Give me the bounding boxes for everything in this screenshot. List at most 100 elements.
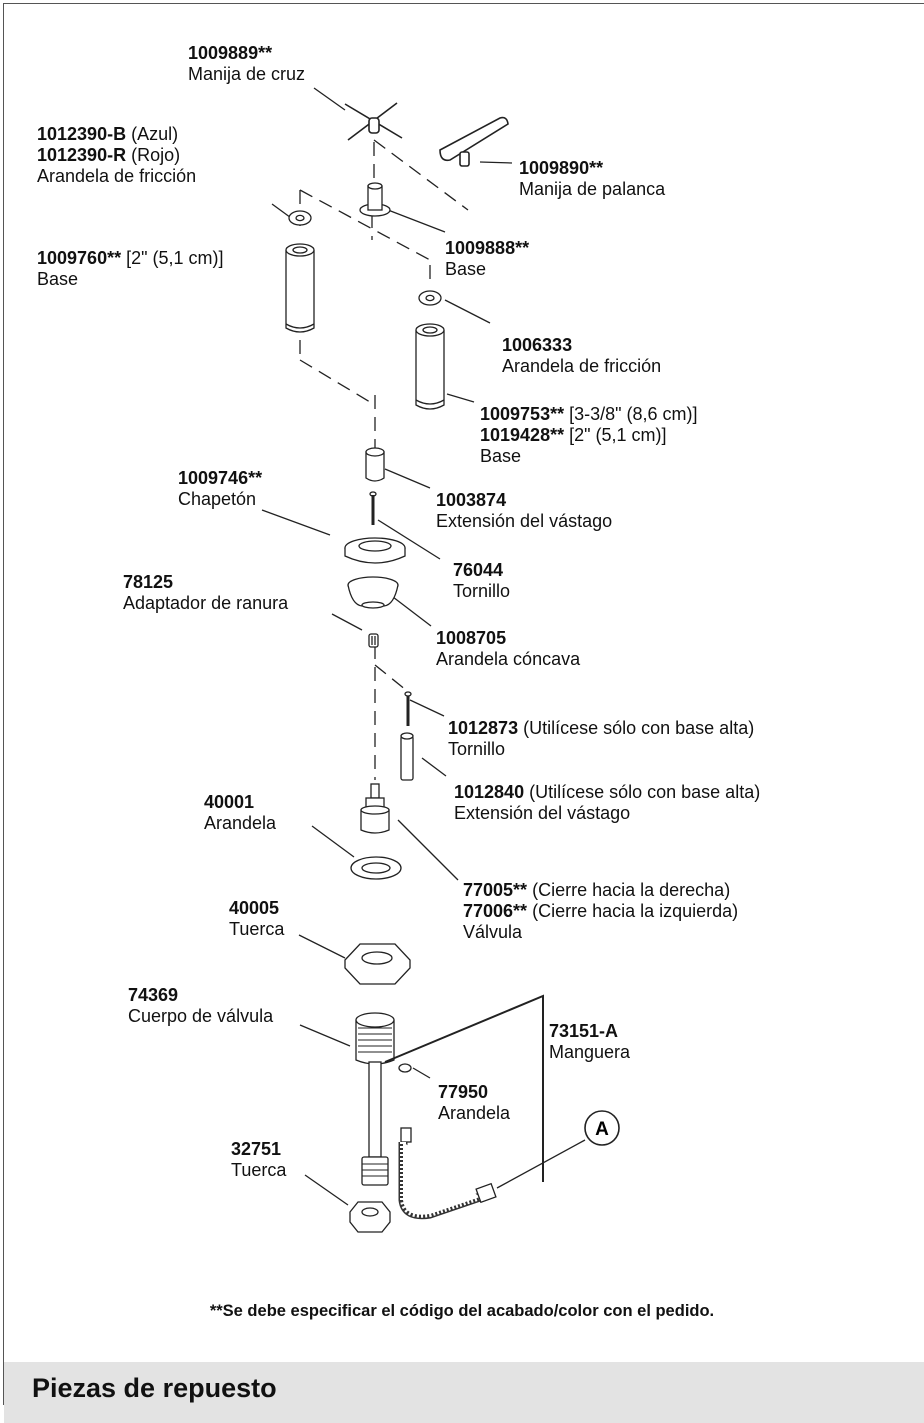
- part-number: 76044: [453, 560, 504, 580]
- part-size: [3-3/8" (8,6 cm)]: [569, 404, 698, 424]
- part-number: 1012390-R: [37, 145, 127, 165]
- part-desc: Manija de palanca: [519, 179, 666, 199]
- part-note: (Cierre hacia la izquierda): [532, 901, 739, 921]
- hose-bracket: [384, 994, 544, 1182]
- part-desc: Válvula: [463, 922, 523, 942]
- section-title: Piezas de repuesto: [32, 1373, 277, 1403]
- label-40005: 40005 Tuerca: [229, 898, 284, 940]
- concave-washer: [347, 576, 399, 609]
- friction-washer-right: [418, 290, 442, 306]
- part-desc: Arandela: [438, 1103, 511, 1123]
- screw-small: [369, 491, 377, 525]
- label-1009753: 1009753** [3-3/8" (8,6 cm)] 1019428** [2…: [480, 404, 698, 467]
- part-desc: Base: [480, 446, 522, 466]
- cross-handle: [344, 102, 403, 141]
- part-desc: Tuerca: [229, 919, 285, 939]
- label-1012840: 1012840 (Utilícese sólo con base alta) E…: [454, 782, 760, 824]
- label-1012873: 1012873 (Utilícese sólo con base alta) T…: [448, 718, 754, 760]
- part-number: 1009888**: [445, 238, 530, 258]
- part-number: 40001: [204, 792, 255, 812]
- part-desc: Manija de cruz: [188, 64, 306, 84]
- label-74369: 74369 Cuerpo de válvula: [128, 985, 273, 1027]
- label-78125: 78125 Adaptador de ranura: [123, 572, 288, 614]
- part-desc: Arandela cóncava: [436, 649, 581, 669]
- part-size: [2" (5,1 cm)]: [569, 425, 667, 445]
- label-1009890: 1009890** Manija de palanca: [519, 158, 665, 200]
- hose-washer: [398, 1063, 412, 1073]
- valve-cartridge: [360, 783, 390, 834]
- label-77005: 77005** (Cierre hacia la derecha) 77006*…: [463, 880, 738, 943]
- part-number: 77950: [438, 1082, 489, 1102]
- part-note: (Cierre hacia la derecha): [532, 880, 731, 900]
- screw-long: [404, 691, 412, 726]
- label-1009888: 1009888** Base: [445, 238, 529, 280]
- label-40001: 40001 Arandela: [204, 792, 276, 834]
- label-32751: 32751 Tuerca: [231, 1139, 286, 1181]
- callout-a-label: A: [595, 1119, 609, 1140]
- lever-handle: [439, 116, 509, 167]
- part-note: (Azul): [131, 124, 179, 144]
- label-1009889: 1009889** Manija de cruz: [188, 43, 305, 85]
- part-desc: Tornillo: [453, 581, 511, 601]
- part-desc: Tuerca: [231, 1160, 287, 1180]
- part-note: (Utilícese sólo con base alta): [529, 782, 761, 802]
- label-1012390: 1012390-B (Azul) 1012390-R (Rojo) Arande…: [37, 124, 196, 187]
- part-number: 1009753**: [480, 404, 565, 424]
- hose: [398, 1127, 497, 1220]
- base-right: [415, 323, 445, 410]
- spline-adapter: [368, 633, 379, 648]
- part-desc: Base: [445, 259, 487, 279]
- part-desc: Tornillo: [448, 739, 506, 759]
- part-number: 77006**: [463, 901, 528, 921]
- part-desc: Adaptador de ranura: [123, 593, 289, 613]
- part-desc: Arandela: [204, 813, 277, 833]
- finish-code-footnote: **Se debe especificar el código del acab…: [209, 1302, 715, 1320]
- part-number: 1003874: [436, 490, 507, 510]
- part-number: 73151-A: [549, 1021, 619, 1041]
- part-number: 1009890**: [519, 158, 604, 178]
- base-left: [285, 243, 315, 333]
- part-desc: Extensión del vástago: [436, 511, 613, 531]
- stem-extension-long: [400, 732, 414, 781]
- callout-a-circle: [584, 1110, 620, 1146]
- part-number: 1009889**: [188, 43, 273, 63]
- friction-washer-left: [288, 210, 312, 226]
- part-number: 1019428**: [480, 425, 565, 445]
- label-1006333: 1006333 Arandela de fricción: [502, 335, 661, 377]
- part-desc: Arandela de fricción: [502, 356, 662, 376]
- handle-base: [359, 182, 391, 217]
- part-desc: Chapetón: [178, 489, 257, 509]
- valve-body: [355, 1012, 395, 1186]
- hex-nut-small: [349, 1201, 391, 1233]
- part-number: 1012390-B: [37, 124, 127, 144]
- part-number: 74369: [128, 985, 179, 1005]
- part-desc: Extensión del vástago: [454, 803, 631, 823]
- stem-extension: [365, 447, 385, 482]
- part-number: 1006333: [502, 335, 573, 355]
- valve-washer: [350, 856, 402, 880]
- label-1009760: 1009760** [2" (5,1 cm)] Base: [37, 248, 224, 290]
- part-number: 32751: [231, 1139, 282, 1159]
- part-number: 40005: [229, 898, 280, 918]
- part-desc: Arandela de fricción: [37, 166, 197, 186]
- part-number: 1009746**: [178, 468, 263, 488]
- part-number: 77005**: [463, 880, 528, 900]
- label-76044: 76044 Tornillo: [453, 560, 510, 602]
- hex-nut-large: [344, 943, 411, 985]
- label-1008705: 1008705 Arandela cóncava: [436, 628, 580, 670]
- part-desc: Cuerpo de válvula: [128, 1006, 274, 1026]
- part-desc: Manguera: [549, 1042, 631, 1062]
- label-77950: 77950 Arandela: [438, 1082, 510, 1124]
- label-73151-a: 73151-A Manguera: [549, 1021, 630, 1063]
- label-1009746: 1009746** Chapetón: [178, 468, 262, 510]
- part-note: (Rojo): [131, 145, 181, 165]
- escutcheon: [344, 537, 406, 564]
- part-desc: Base: [37, 269, 79, 289]
- part-number: 78125: [123, 572, 174, 592]
- part-size: [2" (5,1 cm)]: [126, 248, 224, 268]
- part-note: (Utilícese sólo con base alta): [523, 718, 755, 738]
- part-number: 1008705: [436, 628, 507, 648]
- part-number: 1012873: [448, 718, 519, 738]
- part-number: 1009760**: [37, 248, 122, 268]
